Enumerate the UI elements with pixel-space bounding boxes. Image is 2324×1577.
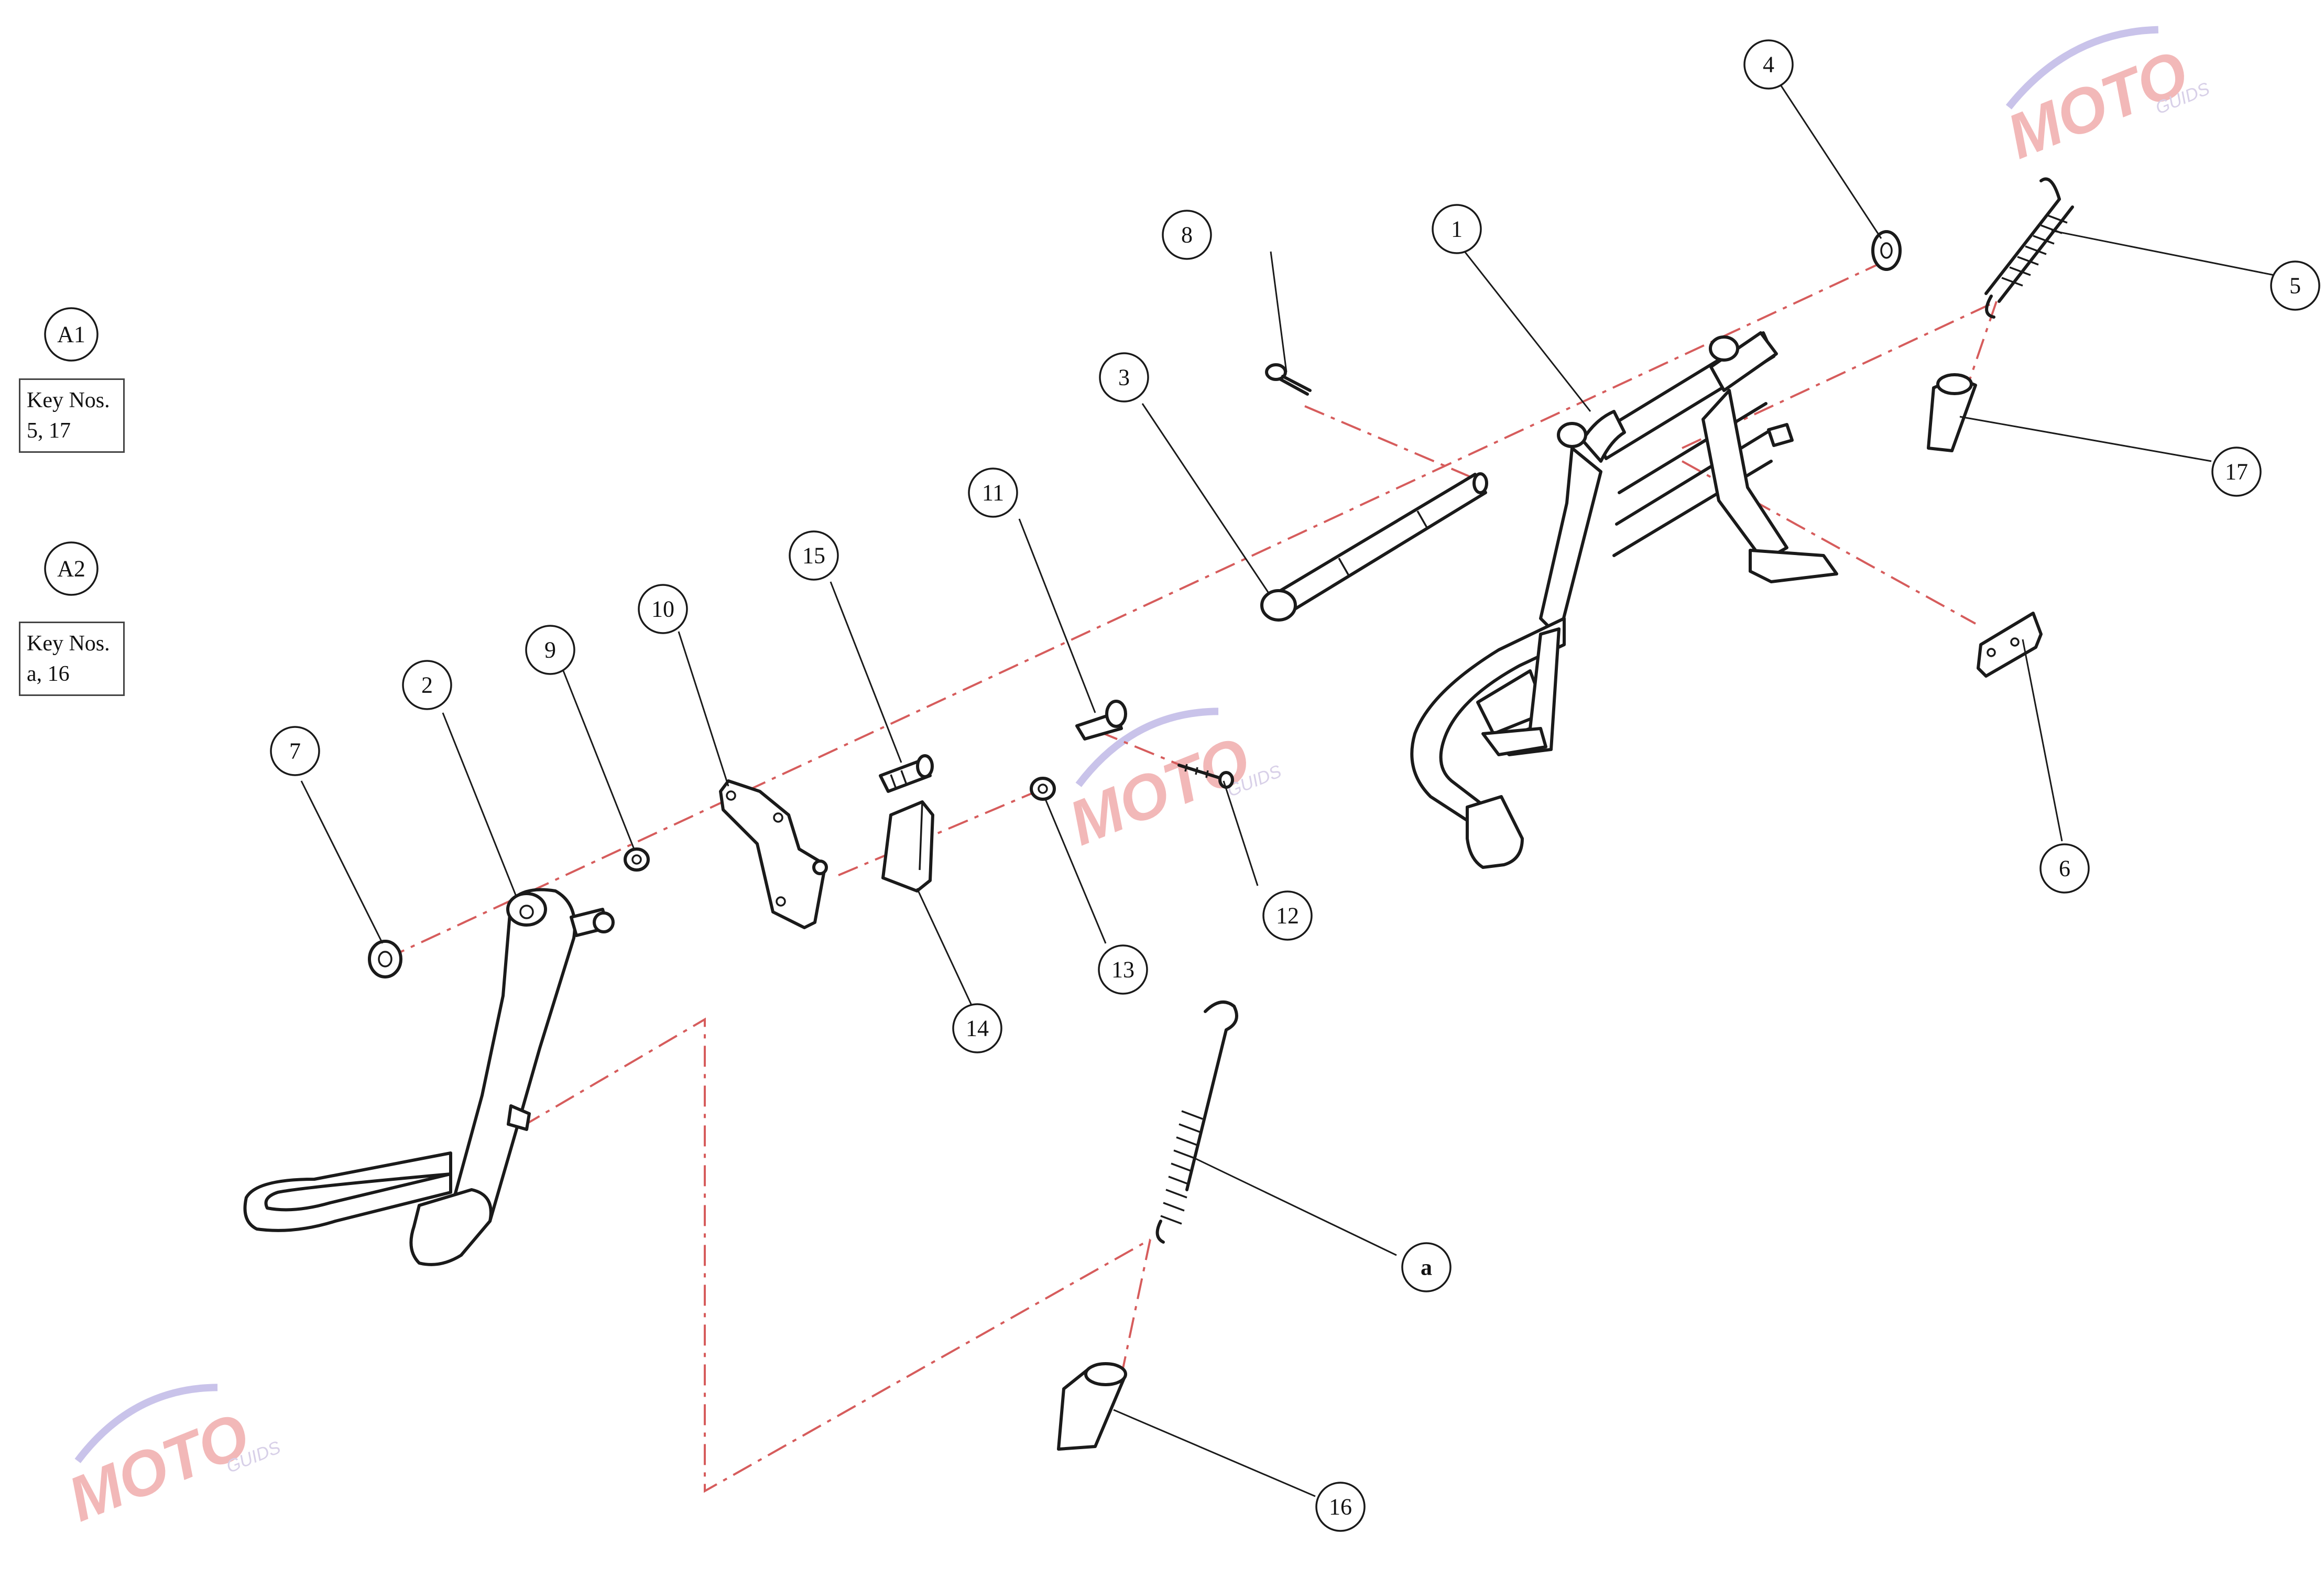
svg-text:8: 8 [1181,222,1193,248]
svg-text:2: 2 [421,672,433,698]
watermark-logo-bottom-left: MOTO GUIDS [59,1384,283,1535]
washer-part-7 [368,940,402,978]
callout-15: 15 [789,530,839,581]
svg-text:17: 17 [2225,459,2248,485]
svg-text:6: 6 [2059,856,2070,882]
spacer-part-17 [1927,373,1977,452]
svg-text:7: 7 [289,738,301,764]
cotter-pin-part-8 [1265,363,1312,396]
switch-part-14 [881,800,934,893]
svg-text:5: 5 [2289,273,2301,299]
watermark-logo-center: MOTO GUIDS [1060,708,1284,859]
svg-text:a: a [1421,1255,1432,1280]
svg-text:4: 4 [1763,52,1774,78]
svg-text:13: 13 [1111,957,1134,983]
nut-part-13 [1030,777,1056,801]
callout-17: 17 [2211,447,2262,497]
assembly-callout-a1: A1 [44,307,99,362]
callout-14: 14 [952,1003,1002,1053]
callout-4: 4 [1743,39,1794,90]
callout-5: 5 [2270,260,2320,311]
callout-8: 8 [1162,210,1212,260]
washer-hole-part-4 [1880,242,1893,259]
svg-text:3: 3 [1118,365,1130,390]
svg-text:9: 9 [544,637,556,663]
callout-a: a [1401,1242,1452,1292]
svg-text:12: 12 [1276,903,1299,929]
assembly-a1-key-nos: Key Nos. 5, 17 [19,378,125,453]
callout-10: 10 [638,584,688,634]
callout-16: 16 [1315,1482,1366,1532]
pin-part-15 [879,754,934,793]
callout-3: 3 [1099,352,1149,403]
side-stand-part-2 [243,888,615,1266]
center-stand-part-1 [1410,331,1838,869]
svg-text:11: 11 [982,480,1004,506]
pivot-shaft-part-3 [1260,472,1488,622]
callout-2: 2 [402,660,452,710]
callout-6: 6 [2039,843,2090,894]
svg-text:A1: A1 [57,322,85,347]
leader-lines [300,78,2275,1497]
spring-part-a [1155,1000,1238,1244]
svg-text:14: 14 [966,1016,989,1041]
nut-part-9 [624,847,650,872]
callout-11: 11 [968,467,1018,518]
svg-text:15: 15 [802,543,825,569]
callout-12: 12 [1262,890,1313,941]
spacer-part-16 [1057,1362,1127,1451]
washer-part-4 [1871,230,1902,271]
assembly-centerlines [385,256,1998,1493]
plate-part-10 [719,779,828,929]
svg-text:16: 16 [1329,1494,1352,1520]
bolt-part-11 [1075,700,1127,741]
bracket-part-6 [1977,612,2043,678]
watermark-logo-top-right: MOTO GUIDS [1998,26,2213,172]
svg-text:10: 10 [651,596,674,622]
screw-part-12 [1177,764,1234,789]
callout-7: 7 [270,726,320,776]
callout-13: 13 [1098,944,1148,995]
assembly-a2-key-nos: Key Nos. a, 16 [19,622,125,696]
svg-text:A2: A2 [57,556,85,582]
callout-9: 9 [525,625,575,675]
svg-text:1: 1 [1451,216,1463,242]
assembly-callout-a2: A2 [44,541,99,596]
spring-part-5 [1984,177,2074,319]
callout-1: 1 [1432,204,1482,254]
